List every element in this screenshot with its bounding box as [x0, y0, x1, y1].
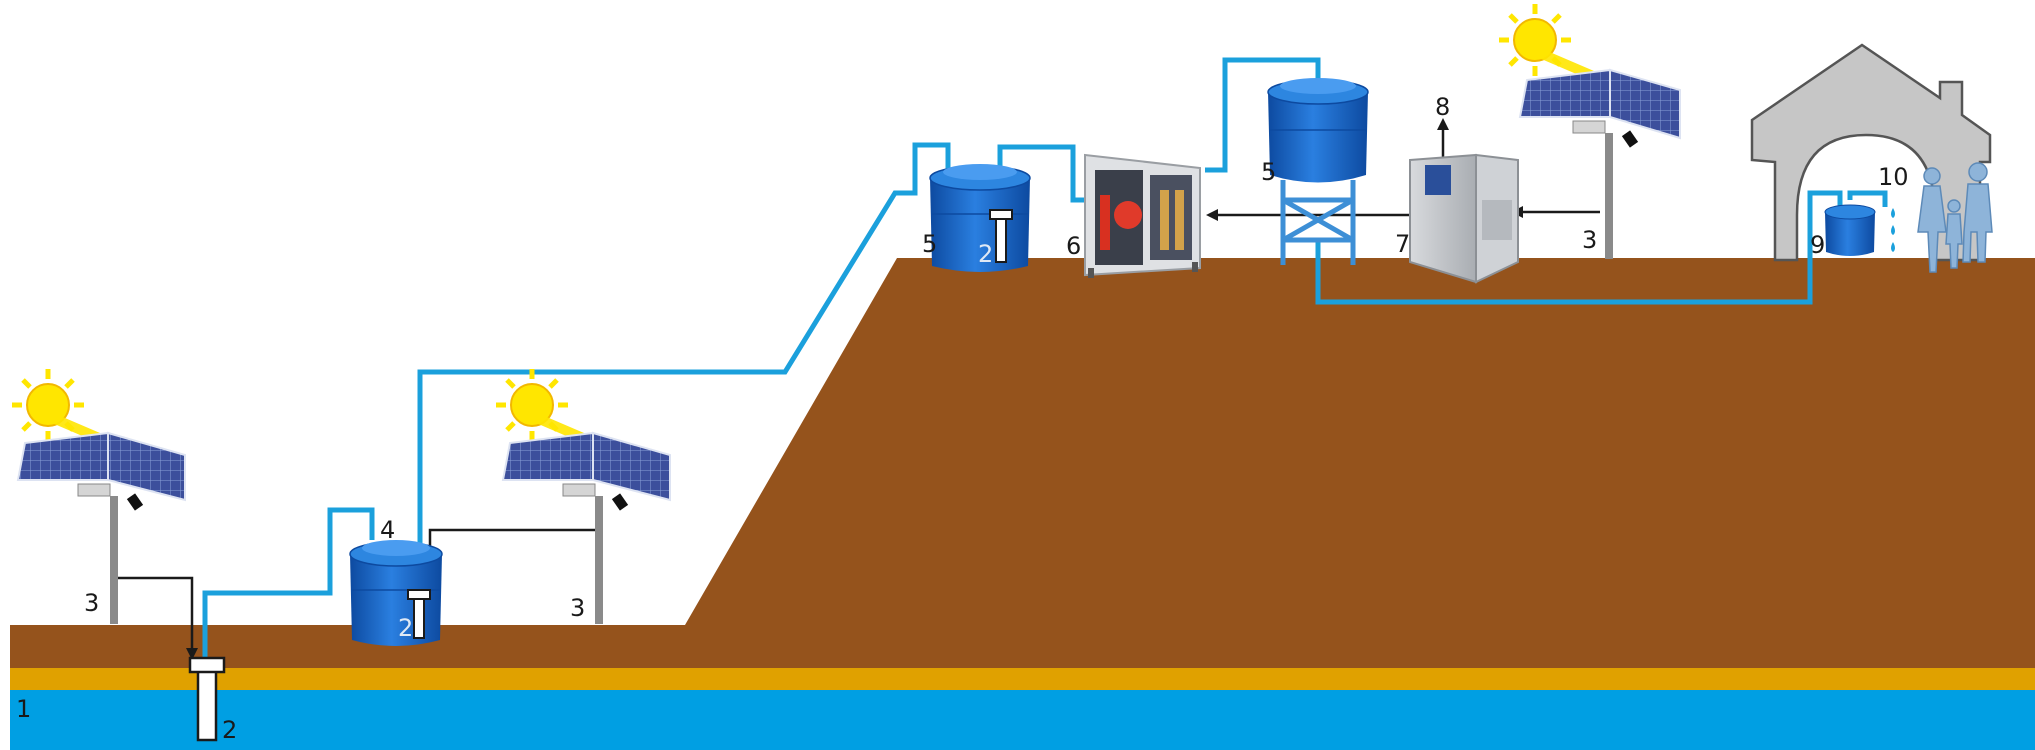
- water-drop-icon: [1891, 208, 1895, 252]
- label-purification-unit: 6: [1066, 232, 1081, 260]
- label-aquifer: 1: [16, 695, 31, 723]
- water-tank-icon: [1824, 204, 1876, 256]
- label-water-drops: 10: [1878, 163, 1909, 191]
- water-pipes: [202, 57, 1888, 670]
- label-panel-middle: 3: [570, 594, 585, 622]
- sand-layer: [10, 668, 2035, 690]
- water-tower-icon: [1267, 78, 1369, 265]
- label-tank-pump-first: 2: [398, 614, 413, 642]
- solar-panel-icon: [1518, 68, 1681, 259]
- label-tank-second: 5: [922, 230, 937, 258]
- label-panel-right: 3: [1582, 226, 1597, 254]
- label-water-tower: 5: [1261, 158, 1276, 186]
- tank-pump-icon: [989, 209, 1013, 263]
- solar-panel-icon: [501, 431, 671, 624]
- house-icon: [1750, 43, 1992, 262]
- label-panel-left: 3: [84, 589, 99, 617]
- aquifer-water-layer: [10, 690, 2035, 750]
- solar-panel-icon: [16, 431, 186, 624]
- label-tank-first: 4: [380, 516, 395, 544]
- purification-unit-icon: [1084, 153, 1201, 278]
- family-icon: [1917, 162, 1993, 273]
- soil-terrain: [10, 258, 2035, 668]
- label-home-tank: 9: [1810, 231, 1825, 259]
- control-cabinet-icon: [1409, 153, 1519, 284]
- label-output-arrow: 8: [1435, 93, 1450, 121]
- well-pump-icon: [188, 656, 226, 742]
- label-well-pump: 2: [222, 716, 237, 744]
- label-control-cabinet: 7: [1395, 230, 1410, 258]
- label-tank-pump-second: 2: [978, 240, 993, 268]
- tank-pump-icon: [407, 589, 431, 639]
